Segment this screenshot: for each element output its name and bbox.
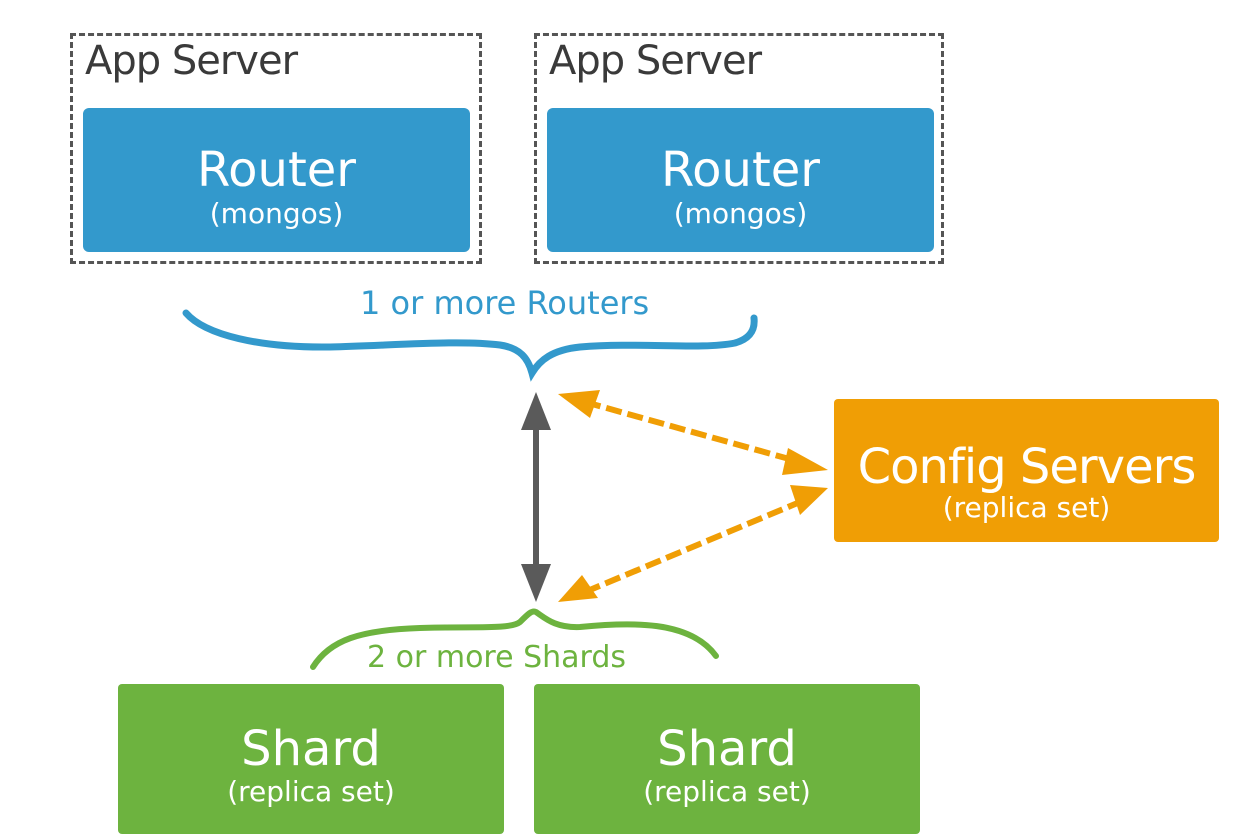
app-server-2: App Server Router (mongos) xyxy=(534,33,944,264)
app-server-1: App Server Router (mongos) xyxy=(70,33,482,264)
app-server-label: App Server xyxy=(85,38,298,84)
router-title: Router xyxy=(196,142,357,198)
router-node-1[interactable]: Router (mongos) xyxy=(83,108,470,252)
router-title: Router xyxy=(660,142,821,198)
arrow-down-head xyxy=(521,564,551,602)
routers-brace xyxy=(182,309,758,382)
config-shard-arrow-head-a xyxy=(558,575,598,602)
shard-title: Shard xyxy=(241,721,381,777)
router-subtitle: (mongos) xyxy=(209,197,344,230)
config-servers-node[interactable]: Config Servers (replica set) xyxy=(834,399,1219,542)
router-node-2[interactable]: Router (mongos) xyxy=(547,108,934,252)
config-shard-arrow-head-b xyxy=(790,485,828,515)
shard-subtitle: (replica set) xyxy=(227,775,395,808)
config-title: Config Servers xyxy=(857,439,1197,495)
shards-caption: 2 or more Shards xyxy=(367,640,627,675)
config-router-arrow-line xyxy=(584,399,801,465)
config-subtitle: (replica set) xyxy=(942,491,1111,524)
config-shard-arrow-line xyxy=(583,499,802,595)
shard-node-1[interactable]: Shard (replica set) xyxy=(118,684,504,834)
shard-title: Shard xyxy=(657,721,797,777)
router-subtitle: (mongos) xyxy=(673,197,808,230)
shard-subtitle: (replica set) xyxy=(643,775,811,808)
config-router-arrow-head-b xyxy=(782,448,828,475)
shards-brace xyxy=(310,608,719,670)
routers-caption: 1 or more Routers xyxy=(360,284,650,322)
shard-node-2[interactable]: Shard (replica set) xyxy=(534,684,920,834)
config-router-arrow-head-a xyxy=(558,390,600,418)
app-server-label: App Server xyxy=(549,38,762,84)
connectors-layer xyxy=(182,309,828,670)
arrow-up-head xyxy=(521,392,551,430)
